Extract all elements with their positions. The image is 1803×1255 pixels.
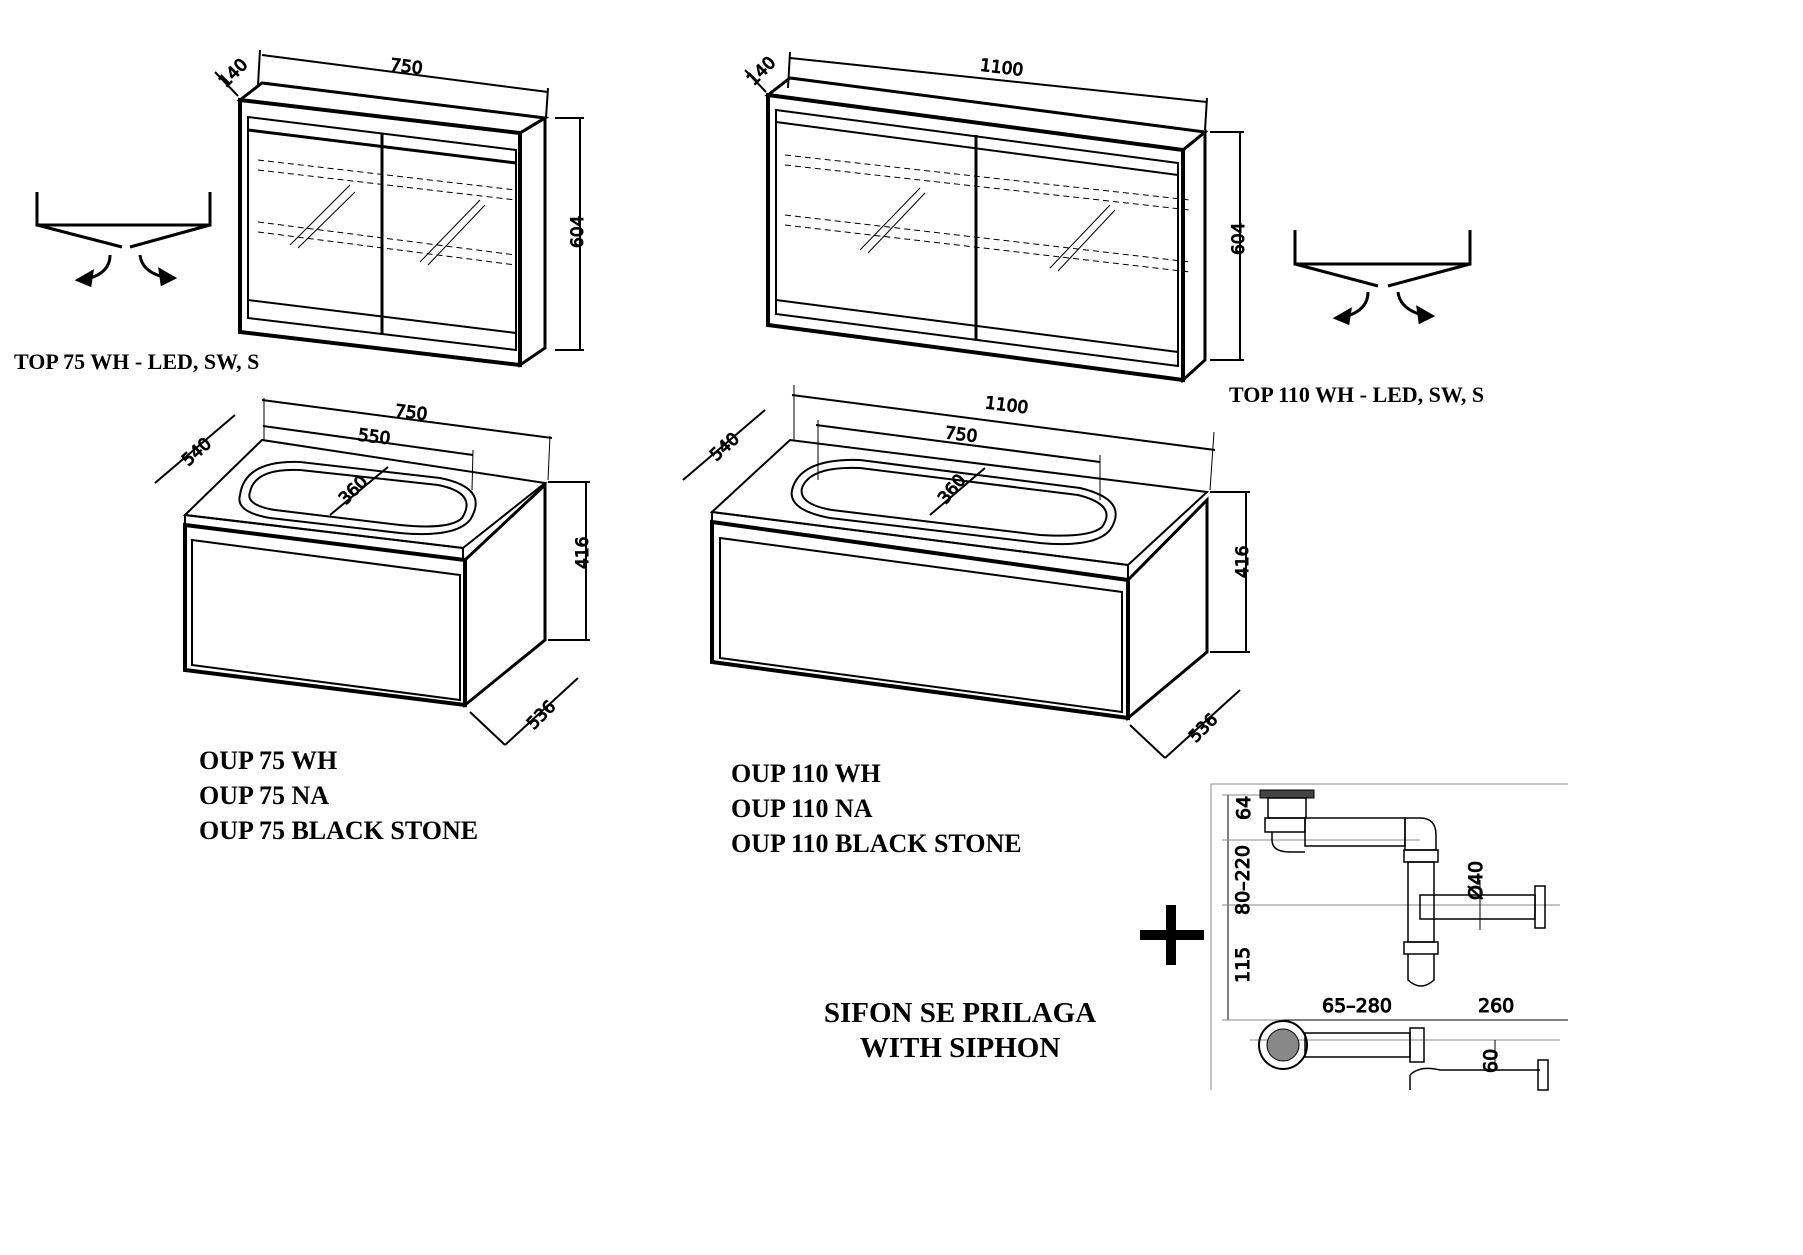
siphon-drawing bbox=[1210, 783, 1568, 1091]
dim-depth: 540 bbox=[706, 429, 744, 466]
dim-side-depth: 536 bbox=[523, 697, 560, 734]
dim-basin-depth: 360 bbox=[934, 471, 970, 509]
dim-height: 416 bbox=[573, 537, 593, 569]
model-label: OUP 75 BLACK STONE bbox=[199, 816, 479, 845]
dim-height: 604 bbox=[568, 216, 588, 248]
dim-height: 416 bbox=[1233, 546, 1253, 578]
vanity-110-labels: OUP 110 WH OUP 110 NA OUP 110 BLACK STON… bbox=[731, 756, 1022, 861]
siphon-title-line: SIFON SE PRILAGA bbox=[823, 997, 1097, 1029]
cabinet-110-label: TOP 110 WH - LED, SW, S bbox=[1229, 382, 1485, 407]
model-label: OUP 75 WH bbox=[199, 746, 338, 775]
sliding-door-icon bbox=[1293, 230, 1472, 326]
model-label: OUP 75 NA bbox=[199, 781, 329, 810]
dim-width: 750 bbox=[389, 55, 424, 79]
vanity-110 bbox=[682, 385, 1250, 759]
dim-siphon-115: 115 bbox=[1232, 947, 1254, 983]
sliding-door-icon bbox=[35, 192, 212, 288]
model-label: OUP 110 NA bbox=[731, 794, 873, 823]
dim-side-depth: 536 bbox=[1185, 710, 1222, 747]
dim-basin-width: 550 bbox=[357, 425, 392, 449]
vanity-75-labels: OUP 75 WH OUP 75 NA OUP 75 BLACK STONE bbox=[199, 743, 478, 848]
dim-siphon-diameter: Ø40 bbox=[1465, 861, 1487, 900]
dim-width: 1100 bbox=[984, 393, 1029, 418]
dim-width: 750 bbox=[394, 401, 429, 425]
dim-depth: 140 bbox=[743, 53, 780, 90]
dim-width: 1100 bbox=[979, 56, 1024, 81]
vanity-75 bbox=[154, 398, 590, 746]
plus-icon bbox=[1140, 905, 1204, 965]
dim-siphon-80-220: 80–220 bbox=[1232, 845, 1254, 915]
dim-siphon-60: 60 bbox=[1480, 1049, 1502, 1073]
siphon-title: SIFON SE PRILAGA WITH SIPHON bbox=[815, 996, 1105, 1066]
dim-height: 604 bbox=[1229, 223, 1249, 255]
cabinet-75-label: TOP 75 WH - LED, SW, S bbox=[14, 349, 260, 374]
model-label: OUP 110 WH bbox=[731, 759, 881, 788]
dim-siphon-65-280: 65–280 bbox=[1322, 995, 1392, 1017]
dim-depth: 140 bbox=[215, 55, 252, 92]
dim-siphon-64: 64 bbox=[1233, 796, 1255, 820]
model-label: OUP 110 BLACK STONE bbox=[731, 829, 1022, 858]
mirror-cabinet-75 bbox=[214, 49, 584, 368]
dim-siphon-260: 260 bbox=[1478, 995, 1514, 1017]
mirror-cabinet-110 bbox=[744, 51, 1244, 384]
siphon-title-line: WITH SIPHON bbox=[859, 1032, 1061, 1064]
dim-basin-width: 750 bbox=[944, 423, 979, 447]
dim-depth: 540 bbox=[178, 434, 215, 471]
